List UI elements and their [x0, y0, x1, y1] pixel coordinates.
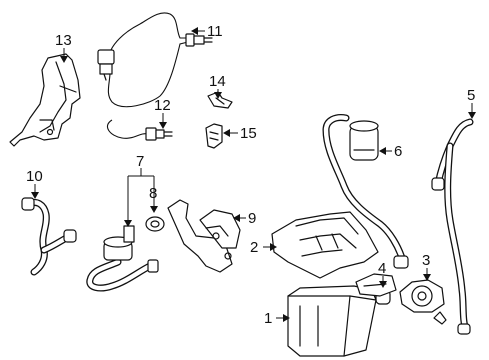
part-3-valve [399, 279, 447, 325]
callout-12: 12 [154, 97, 171, 114]
callout-6: 6 [394, 143, 402, 160]
callout-3: 3 [422, 252, 430, 269]
callout-14: 14 [209, 73, 226, 90]
callout-8: 8 [149, 185, 157, 202]
part-12-oxygen-sensor [107, 119, 173, 141]
callout-13: 13 [55, 32, 72, 49]
part-8-grommet [145, 216, 165, 232]
part-10-vacuum-hose [21, 197, 77, 276]
part-2-cover [271, 211, 379, 279]
leaders [31, 27, 476, 322]
callout-2: 2 [250, 239, 258, 256]
callout-11: 11 [207, 23, 223, 40]
callout-4: 4 [378, 260, 386, 277]
part-13-heat-shield [9, 53, 81, 147]
callout-1: 1 [264, 310, 272, 327]
part-7-purge-valve [86, 225, 159, 292]
part-5-vent-hose [431, 118, 474, 335]
part-15-clip [205, 123, 223, 149]
callout-9: 9 [248, 210, 256, 227]
callout-15: 15 [240, 125, 257, 142]
callout-7: 7 [136, 153, 144, 170]
part-1-canister [287, 273, 397, 357]
callout-10: 10 [26, 168, 43, 185]
part-11-oxygen-sensor [97, 12, 213, 108]
part-9-bracket [167, 199, 241, 273]
part-6-hose-assembly [322, 114, 409, 269]
callout-5: 5 [467, 87, 475, 104]
